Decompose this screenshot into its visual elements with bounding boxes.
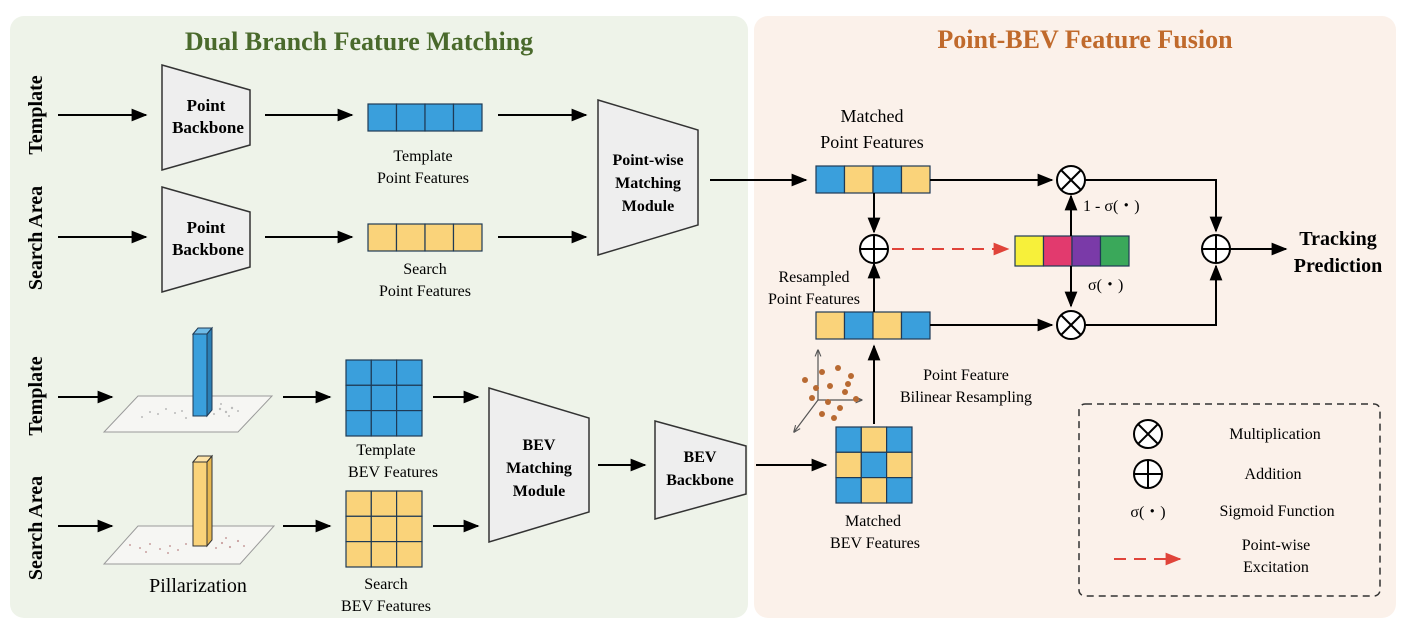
- template-point-features-label-1: Template: [393, 148, 452, 165]
- search-point-features: [367, 223, 483, 252]
- tracking-prediction-label-1: Tracking: [1299, 228, 1376, 250]
- legend-sigma-symbol: σ(・): [1130, 504, 1165, 521]
- legend-multiply-icon: [1133, 419, 1163, 449]
- multiply-node-top: [1056, 165, 1086, 195]
- template-bev-features-label-2: BEV Features: [348, 464, 438, 481]
- left-panel-title: Dual Branch Feature Matching: [185, 27, 533, 56]
- legend-addition-label: Addition: [1245, 466, 1302, 483]
- point-backbone-search-label-2: Backbone: [172, 240, 244, 259]
- point-matching-module: [597, 98, 699, 257]
- search-bev-features: [345, 490, 423, 568]
- template-bev-features: [345, 359, 423, 437]
- legend-sigmoid-label: Sigmoid Function: [1219, 503, 1334, 520]
- addition-node-fusion: [859, 234, 889, 264]
- resampled-point-features-label-1: Resampled: [778, 269, 849, 286]
- multiply-node-bottom: [1056, 310, 1086, 340]
- addition-node-final: [1201, 234, 1231, 264]
- arrow-bottom-to-final-add: [1085, 264, 1223, 326]
- point-backbone-template-label-2: Backbone: [172, 118, 244, 137]
- template-bev-features-label-1: Template: [356, 442, 415, 459]
- row-label-template-top: Template: [25, 75, 47, 154]
- point-cloud-dots: [802, 365, 859, 421]
- resampled-point-features-label-2: Point Features: [768, 291, 860, 308]
- point-matching-label-1: Point-wise: [612, 152, 683, 169]
- template-pillar-scene: [102, 326, 274, 433]
- arrow-top-to-final-add: [1085, 179, 1223, 233]
- legend-excitation-label-1: Point-wise: [1242, 537, 1310, 554]
- tracking-prediction-label-2: Prediction: [1294, 255, 1383, 277]
- one-minus-sigma-label: 1 - σ(・): [1083, 198, 1140, 215]
- bev-matching-label-2: Matching: [506, 460, 572, 477]
- bilinear-resampling-label-1: Point Feature: [923, 367, 1009, 384]
- legend-box: [1078, 403, 1381, 597]
- matched-point-features: [815, 165, 931, 194]
- legend-excitation-label-2: Excitation: [1243, 559, 1309, 576]
- point-backbone-search: [161, 186, 251, 293]
- resampled-point-features: [815, 311, 931, 340]
- right-panel-title: Point-BEV Feature Fusion: [937, 25, 1233, 54]
- excitation-vector: [1014, 235, 1130, 267]
- bev-matching-label-3: Module: [513, 483, 565, 500]
- pillarization-label: Pillarization: [149, 575, 247, 597]
- matched-point-features-label-1: Matched: [841, 106, 904, 126]
- point-backbone-search-label-1: Point: [187, 218, 226, 237]
- search-bev-features-label-1: Search: [364, 576, 408, 593]
- legend-multiplication-label: Multiplication: [1229, 426, 1321, 443]
- row-label-template-bottom: Template: [25, 356, 47, 435]
- matched-bev-features-label-1: Matched: [845, 513, 901, 530]
- template-point-features-label-2: Point Features: [377, 170, 469, 187]
- matched-bev-features: [835, 426, 913, 504]
- legend-addition-icon: [1133, 459, 1163, 489]
- bev-backbone-label-2: Backbone: [666, 472, 734, 489]
- point-backbone-template: [161, 64, 251, 171]
- row-label-search-top: Search Area: [25, 186, 47, 290]
- point-backbone-template-label-1: Point: [187, 96, 226, 115]
- search-bev-features-label-2: BEV Features: [341, 598, 431, 615]
- bev-matching-module: [488, 386, 590, 544]
- matched-point-features-label-2: Point Features: [820, 132, 924, 152]
- bilinear-resampling-label-2: Bilinear Resampling: [900, 389, 1032, 406]
- search-pillar-scene: [102, 454, 276, 565]
- search-point-features-label-1: Search: [403, 261, 447, 278]
- bev-backbone: [654, 420, 747, 520]
- search-point-features-label-2: Point Features: [379, 283, 471, 300]
- point-matching-label-2: Matching: [615, 175, 681, 192]
- template-point-features: [367, 103, 483, 132]
- bev-backbone-label-1: BEV: [684, 449, 717, 466]
- matched-bev-features-label-2: BEV Features: [830, 535, 920, 552]
- row-label-search-bottom: Search Area: [25, 476, 47, 580]
- point-matching-label-3: Module: [622, 198, 674, 215]
- sigma-label: σ(・): [1088, 277, 1123, 294]
- bev-matching-label-1: BEV: [523, 437, 556, 454]
